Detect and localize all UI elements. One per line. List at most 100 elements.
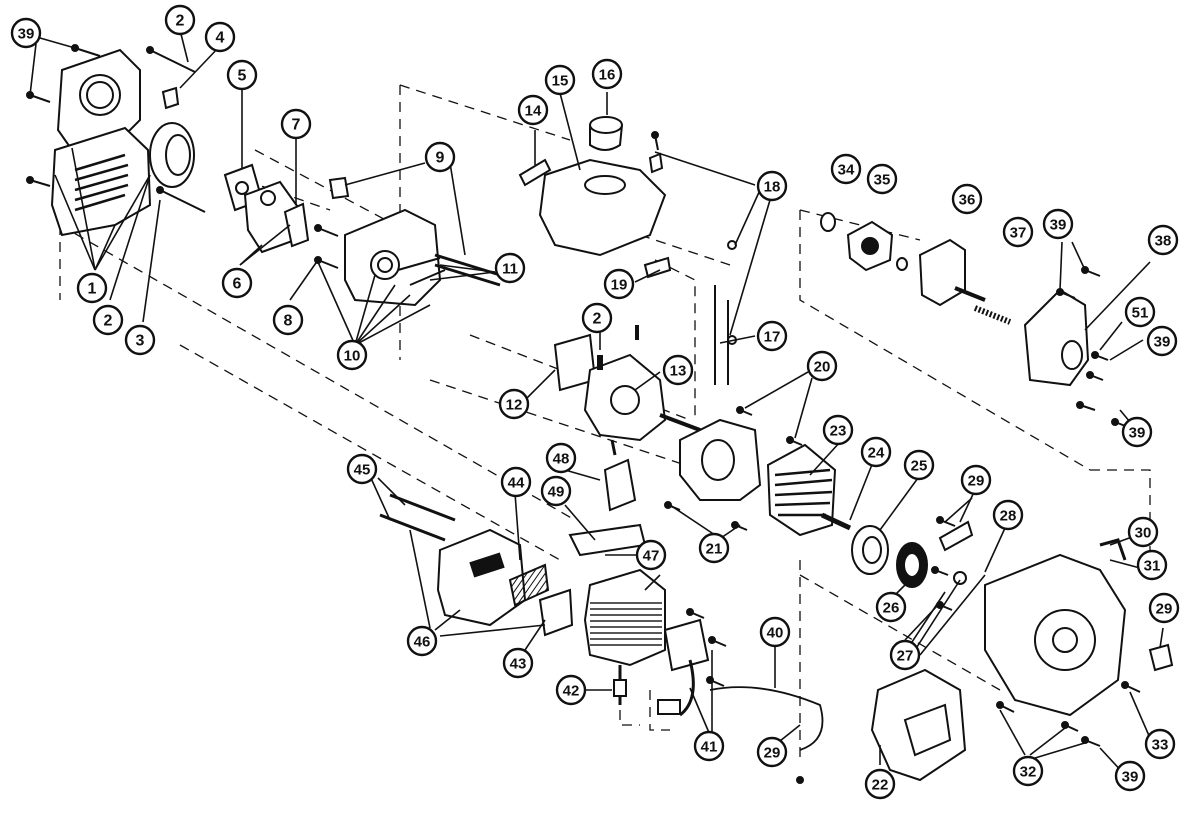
callout-circle — [555, 674, 587, 706]
callout-c5: 5 — [226, 59, 258, 91]
callout-circle — [1042, 208, 1074, 240]
alignment-lines — [59, 84, 1151, 760]
callout-c7: 7 — [280, 108, 312, 140]
callout-c43: 43 — [502, 647, 534, 679]
callout-circle — [1144, 728, 1176, 760]
callout-circle — [1124, 296, 1156, 328]
callout-label: 22 — [872, 777, 889, 794]
callout-circle — [860, 436, 892, 468]
callout-label: 29 — [968, 473, 985, 490]
callout-c15: 15 — [544, 64, 576, 96]
crankcase — [553, 333, 701, 442]
callout-c2a: 2 — [164, 4, 196, 36]
leader-lines — [29, 29, 1164, 776]
callout-circle — [1114, 760, 1146, 792]
callout-c38: 38 — [1147, 224, 1179, 256]
callout-c42: 42 — [555, 674, 587, 706]
callout-c21: 21 — [698, 532, 730, 564]
callout-label: 12 — [506, 397, 523, 414]
callout-c48: 48 — [545, 442, 577, 474]
callout-circle — [951, 183, 983, 215]
callout-label: 23 — [830, 423, 847, 440]
callout-c39d: 39 — [1121, 416, 1153, 448]
callout-circle — [693, 730, 725, 762]
callout-label: 40 — [767, 625, 784, 642]
starter-housing — [938, 520, 1174, 717]
callout-c3: 3 — [124, 324, 156, 356]
carburetor-assembly — [161, 86, 310, 254]
callout-label: 5 — [238, 68, 247, 85]
callout-label: 34 — [838, 162, 855, 179]
callout-label: 37 — [1010, 225, 1027, 242]
callout-circle — [545, 442, 577, 474]
callout-label: 33 — [1152, 737, 1169, 754]
callout-label: 16 — [599, 67, 616, 84]
callout-c51: 51 — [1124, 296, 1156, 328]
callout-label: 8 — [284, 313, 293, 330]
callout-circle — [698, 532, 730, 564]
callout-circle — [498, 388, 530, 420]
callout-circle — [662, 354, 694, 386]
callout-label: 2 — [176, 13, 185, 30]
callout-label: 2 — [104, 313, 113, 330]
callout-c22: 22 — [864, 768, 896, 800]
callout-c28: 28 — [992, 499, 1024, 531]
callout-c49: 49 — [540, 475, 572, 507]
callout-circle — [346, 453, 378, 485]
callout-label: 20 — [814, 359, 831, 376]
callout-label: 4 — [216, 30, 225, 47]
ignition-module — [657, 618, 824, 751]
callout-label: 13 — [670, 363, 687, 380]
air-filter-cover — [50, 48, 195, 237]
callout-circle — [960, 464, 992, 496]
callout-circle — [494, 252, 526, 284]
callout-c17: 17 — [756, 320, 788, 352]
callout-circle — [1136, 549, 1168, 581]
callout-label: 39 — [18, 26, 35, 43]
callout-c10: 10 — [336, 339, 368, 371]
callout-circle — [581, 302, 613, 334]
callout-circle — [1012, 755, 1044, 787]
callout-c46: 46 — [406, 625, 438, 657]
callout-label: 45 — [354, 462, 371, 479]
callout-label: 14 — [525, 103, 542, 120]
callout-c29c: 29 — [756, 736, 788, 768]
callout-circle — [1121, 416, 1153, 448]
callout-c4: 4 — [204, 21, 236, 53]
callout-label: 24 — [868, 445, 885, 462]
callout-c40: 40 — [759, 616, 791, 648]
callout-label: 28 — [1000, 508, 1017, 525]
callout-circle — [756, 736, 788, 768]
callout-label: 3 — [136, 333, 145, 350]
callout-c41: 41 — [693, 730, 725, 762]
screws — [26, 44, 1141, 784]
callout-label: 19 — [611, 277, 628, 294]
callout-circle — [336, 339, 368, 371]
ignition-shroud — [679, 418, 762, 501]
callout-label: 29 — [1156, 601, 1173, 618]
callout-label: 51 — [1132, 305, 1149, 322]
callout-c23: 23 — [822, 414, 854, 446]
callout-circle — [992, 499, 1024, 531]
callout-c6: 6 — [221, 267, 253, 299]
callout-c36: 36 — [951, 183, 983, 215]
callout-circle — [591, 58, 623, 90]
callout-label: 1 — [88, 281, 97, 298]
callout-c2c: 2 — [581, 302, 613, 334]
callout-circle — [544, 64, 576, 96]
callout-circle — [806, 350, 838, 382]
callout-label: 44 — [508, 475, 525, 492]
callout-label: 32 — [1020, 764, 1037, 781]
callout-label: 31 — [1144, 558, 1161, 575]
callout-label: 38 — [1155, 233, 1172, 250]
callout-circle — [500, 466, 532, 498]
handle-guard — [870, 668, 967, 782]
callout-c12: 12 — [498, 388, 530, 420]
callout-label: 21 — [706, 541, 723, 558]
callout-c13: 13 — [662, 354, 694, 386]
callout-c14: 14 — [517, 94, 549, 126]
callout-label: 2 — [593, 311, 602, 328]
callout-circle — [1127, 516, 1159, 548]
